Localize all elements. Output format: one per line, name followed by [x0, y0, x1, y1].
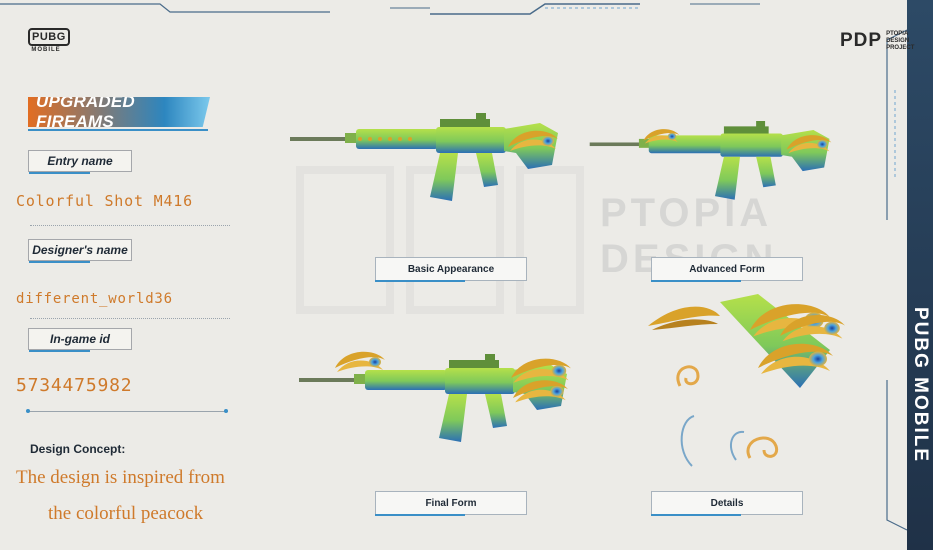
entry-name-label: Entry name — [28, 150, 132, 174]
gun-final-form — [299, 351, 571, 442]
divider-dot — [224, 409, 228, 413]
caption-advanced-form: Advanced Form — [651, 257, 803, 281]
divider-dot — [26, 409, 30, 413]
pubg-mobile-logo: PUBG MOBILE — [28, 27, 70, 57]
divider — [30, 318, 230, 320]
top-decor-lines — [0, 3, 760, 15]
in-game-id-value: 5734475982 — [16, 375, 133, 396]
gun-advanced-form — [589, 121, 832, 200]
caption-underline — [375, 280, 465, 282]
design-concept-line2: the colorful peacock — [48, 503, 204, 524]
caption-underline — [375, 514, 465, 516]
right-decor-lines — [886, 29, 907, 531]
vertical-brand-text: PUBG MOBILE — [910, 306, 931, 464]
section-banner: UPGRADED FIREAMS — [28, 97, 210, 127]
design-concept-title: Design Concept: — [30, 442, 126, 456]
peacock-feather-icon — [335, 351, 385, 372]
caption-details: Details — [651, 491, 803, 515]
swirl-ornament-icon — [676, 365, 700, 387]
swirl-ornament-icon — [746, 436, 779, 459]
right-brand-strip — [907, 0, 933, 550]
swirl-ornament-icon — [680, 415, 745, 467]
designer-name-label: Designer's name — [28, 239, 132, 263]
in-game-id-label: In-game id — [28, 328, 132, 352]
divider — [28, 411, 228, 413]
ptopia-design-project-logo: PDP PTOPIA DESIGN PROJECT — [840, 30, 915, 51]
designer-name-value: different_world36 — [16, 291, 173, 307]
entry-name-value: Colorful Shot M416 — [16, 192, 193, 210]
caption-final-form: Final Form — [375, 491, 527, 515]
details-closeup — [648, 294, 845, 467]
divider — [30, 225, 230, 227]
gun-basic-appearance — [290, 113, 558, 201]
caption-basic-appearance: Basic Appearance — [375, 257, 527, 281]
banner-underline — [28, 129, 208, 131]
caption-underline — [651, 280, 741, 282]
banner-title: UPGRADED FIREAMS — [36, 92, 135, 131]
caption-underline — [651, 514, 741, 516]
design-concept-line1: The design is inspired from — [16, 467, 225, 488]
